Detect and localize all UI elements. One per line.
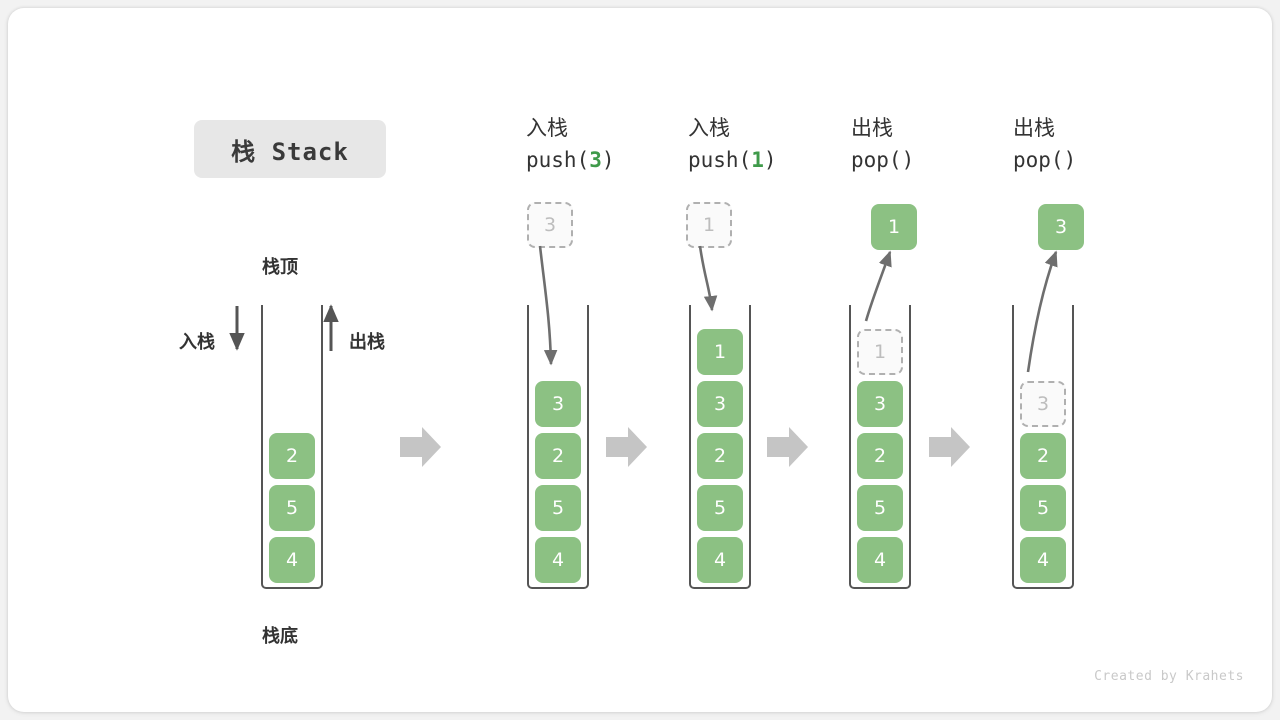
stack-container-pop-1: 1 3 2 5 4: [849, 305, 911, 589]
op-code-prefix: pop(: [1013, 148, 1064, 172]
op-code-prefix: push(: [688, 148, 752, 172]
op-code-value: 3: [589, 148, 602, 172]
op-header-cn: 出栈: [1013, 116, 1055, 140]
op-header-pop-1: 出栈 pop(): [851, 113, 1031, 177]
op-code-prefix: pop(: [851, 148, 902, 172]
stack-cell: 4: [697, 537, 743, 583]
op-header-cn: 入栈: [526, 116, 568, 140]
pop-side-label: 出栈: [349, 332, 385, 353]
stack-cell: 4: [269, 537, 315, 583]
stack-cell: 2: [1020, 433, 1066, 479]
stack-cell: 4: [1020, 537, 1066, 583]
op-code-suffix: ): [763, 148, 777, 172]
op-code-value: 1: [751, 148, 764, 172]
stack-container-initial: 2 5 4: [261, 305, 323, 589]
stack-container-pop-3: 3 2 5 4: [1012, 305, 1074, 589]
stack-cell: 5: [857, 485, 903, 531]
stack-cell: 4: [857, 537, 903, 583]
stack-cells-pop-3: 3 2 5 4: [1014, 381, 1072, 583]
stack-cell-ghost: 3: [1020, 381, 1066, 427]
stack-cell: 2: [697, 433, 743, 479]
stack-cell: 3: [535, 381, 581, 427]
stack-bottom-label: 栈底: [262, 626, 298, 647]
op-header-pop-3: 出栈 pop(): [1013, 113, 1193, 177]
op-header-push-3: 入栈 push(3): [526, 113, 706, 177]
stack-cell: 3: [697, 381, 743, 427]
stack-cell: 2: [857, 433, 903, 479]
op-code-suffix: ): [601, 148, 615, 172]
op-header-code: pop(): [851, 143, 1031, 177]
op-header-push-1: 入栈 push(1): [688, 113, 868, 177]
stack-cell: 5: [697, 485, 743, 531]
op-header-code: push(3): [526, 143, 706, 177]
stack-cell: 5: [1020, 485, 1066, 531]
stack-cells-push-1: 1 3 2 5 4: [691, 329, 749, 583]
op-header-code: push(1): [688, 143, 868, 177]
op-header-cn: 出栈: [851, 116, 893, 140]
stack-cells-pop-1: 1 3 2 5 4: [851, 329, 909, 583]
stack-cells-push-3: 3 2 5 4: [529, 381, 587, 583]
op-code-suffix: ): [901, 148, 915, 172]
push-side-label: 入栈: [179, 332, 215, 353]
pending-push-ghost-3: 3: [527, 202, 573, 248]
popped-value-3: 3: [1038, 204, 1084, 250]
credit-text: Created by Krahets: [1094, 669, 1244, 684]
stack-cell: 1: [697, 329, 743, 375]
op-header-code: pop(): [1013, 143, 1193, 177]
diagram-card: 栈 Stack 栈顶 栈底 入栈 出栈 2 5 4 入栈 push(3) 3 3…: [8, 8, 1272, 712]
popped-value-1: 1: [871, 204, 917, 250]
stack-top-label: 栈顶: [262, 257, 298, 278]
title-badge: 栈 Stack: [194, 120, 386, 178]
stack-cells-initial: 2 5 4: [263, 433, 321, 583]
stack-cell: 2: [269, 433, 315, 479]
stack-cell: 4: [535, 537, 581, 583]
stack-cell-ghost: 1: [857, 329, 903, 375]
op-code-prefix: push(: [526, 148, 590, 172]
stack-cell: 5: [269, 485, 315, 531]
pending-push-ghost-1: 1: [686, 202, 732, 248]
stack-cell: 2: [535, 433, 581, 479]
stack-cell: 3: [857, 381, 903, 427]
stack-container-push-3: 3 2 5 4: [527, 305, 589, 589]
op-header-cn: 入栈: [688, 116, 730, 140]
op-code-suffix: ): [1063, 148, 1077, 172]
stack-cell: 5: [535, 485, 581, 531]
stack-container-push-1: 1 3 2 5 4: [689, 305, 751, 589]
